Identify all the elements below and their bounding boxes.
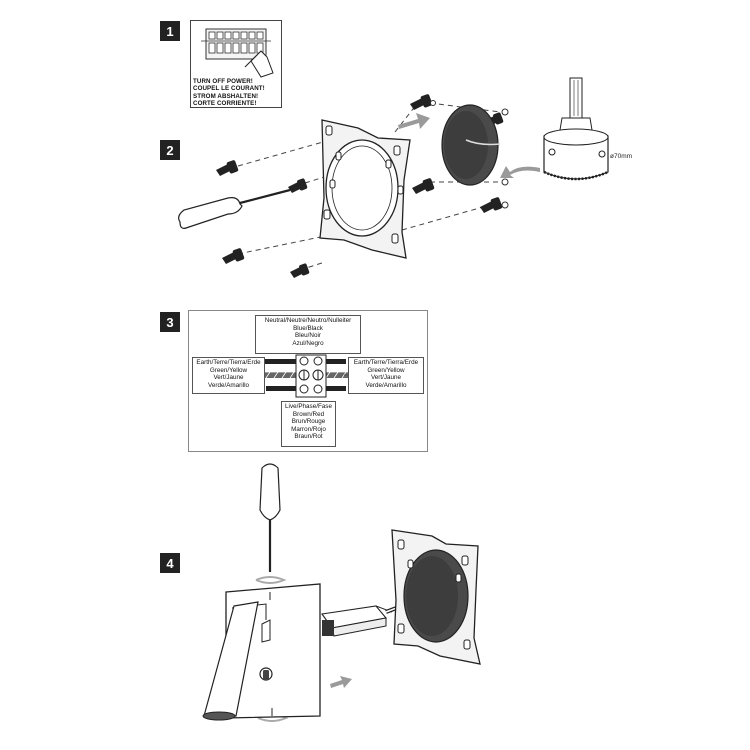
rotate-arrow-icon (255, 576, 287, 584)
power-off-warning-panel: TURN OFF POWER! COUPEL LE COURANT! STROM… (190, 20, 282, 108)
earth-label-line: Green/Yellow (209, 366, 248, 374)
earth-label-line: Green/Yellow (367, 366, 405, 374)
wall-plug-icon (501, 201, 509, 209)
wall-box-hole (441, 104, 501, 186)
step-2-badge: 2 (160, 140, 180, 160)
earth-label-line: Earth/Terre/Tierra/Erde (196, 359, 261, 366)
screw-icon (412, 178, 435, 194)
live-label-line: Braun/Rot (294, 433, 323, 441)
screw-icon (410, 94, 433, 110)
screw-icon (480, 197, 503, 213)
screw-icon (288, 178, 308, 193)
live-label-line: Marron/Rojo (291, 425, 326, 433)
step-4-badge: 4 (160, 553, 180, 573)
wall-plug-icon (501, 108, 509, 116)
wall-plug-icon (430, 100, 436, 106)
dimmer-knob-icon (259, 667, 273, 681)
terminal-block-illustration (201, 28, 274, 78)
led-driver-box (321, 605, 393, 637)
arrow-right-icon (330, 676, 352, 688)
mounting-plate (319, 119, 411, 259)
earth-label-line: Vert/Jaune (370, 374, 402, 382)
terminal-connector (295, 354, 327, 398)
arrow-right-icon (398, 113, 430, 129)
neutral-label-line: Bleu/Noir (295, 332, 321, 340)
warning-line-de: STROM ABSHALTEN! (193, 92, 259, 100)
warning-line-en: TURN OFF POWER! (193, 78, 253, 85)
step-1-badge: 1 (160, 21, 180, 41)
screw-icon (222, 248, 245, 264)
wall-mounting-plate (391, 529, 481, 665)
earth-label-left: Earth/Terre/Tierra/Erde Green/Yellow Ver… (192, 357, 265, 394)
earth-label-line: Vert/Jaune (213, 374, 244, 382)
neutral-label: Neutral/Neutre/Neutro/Nulleiter Blue/Bla… (255, 315, 361, 354)
hole-diameter-label: ø70mm (610, 153, 633, 160)
neutral-label-line: Azul/Negro (292, 339, 324, 347)
live-label: Live/Phase/Fase Brown/Red Brun/Rouge Mar… (281, 401, 336, 447)
guide-line (237, 139, 331, 167)
live-label-line: Live/Phase/Fase (285, 403, 332, 410)
neutral-label-line: Neutral/Neutre/Neutro/Nulleiter (264, 317, 352, 324)
warning-text: TURN OFF POWER! COUPEL LE COURANT! STROM… (193, 78, 281, 108)
live-label-line: Brown/Red (292, 410, 325, 418)
screwdriver-icon (178, 187, 299, 229)
live-label-line: Brun/Rouge (291, 418, 326, 426)
earth-label-line: Earth/Terre/Tierra/Erde (353, 359, 419, 366)
wall-plug-icon (501, 178, 509, 186)
hole-saw-icon (543, 77, 609, 181)
step-3-badge: 3 (160, 312, 180, 332)
screwdriver-icon (259, 463, 281, 572)
reading-lamp-arm (202, 601, 271, 721)
neutral-label-line: Blue/Black (293, 324, 323, 332)
earth-label-line: Verde/Amarillo (208, 381, 249, 389)
warning-line-es: CORTE CORRIENTE! (193, 100, 257, 108)
screw-icon (290, 263, 310, 278)
screw-icon (216, 160, 239, 176)
earth-label-line: Verde/Amarillo (365, 381, 407, 389)
warning-line-fr: COUPEL LE COURANT! (193, 85, 265, 93)
earth-label-right: Earth/Terre/Tierra/Erde Green/Yellow Ver… (348, 357, 424, 394)
curved-arrow-icon (500, 166, 540, 178)
